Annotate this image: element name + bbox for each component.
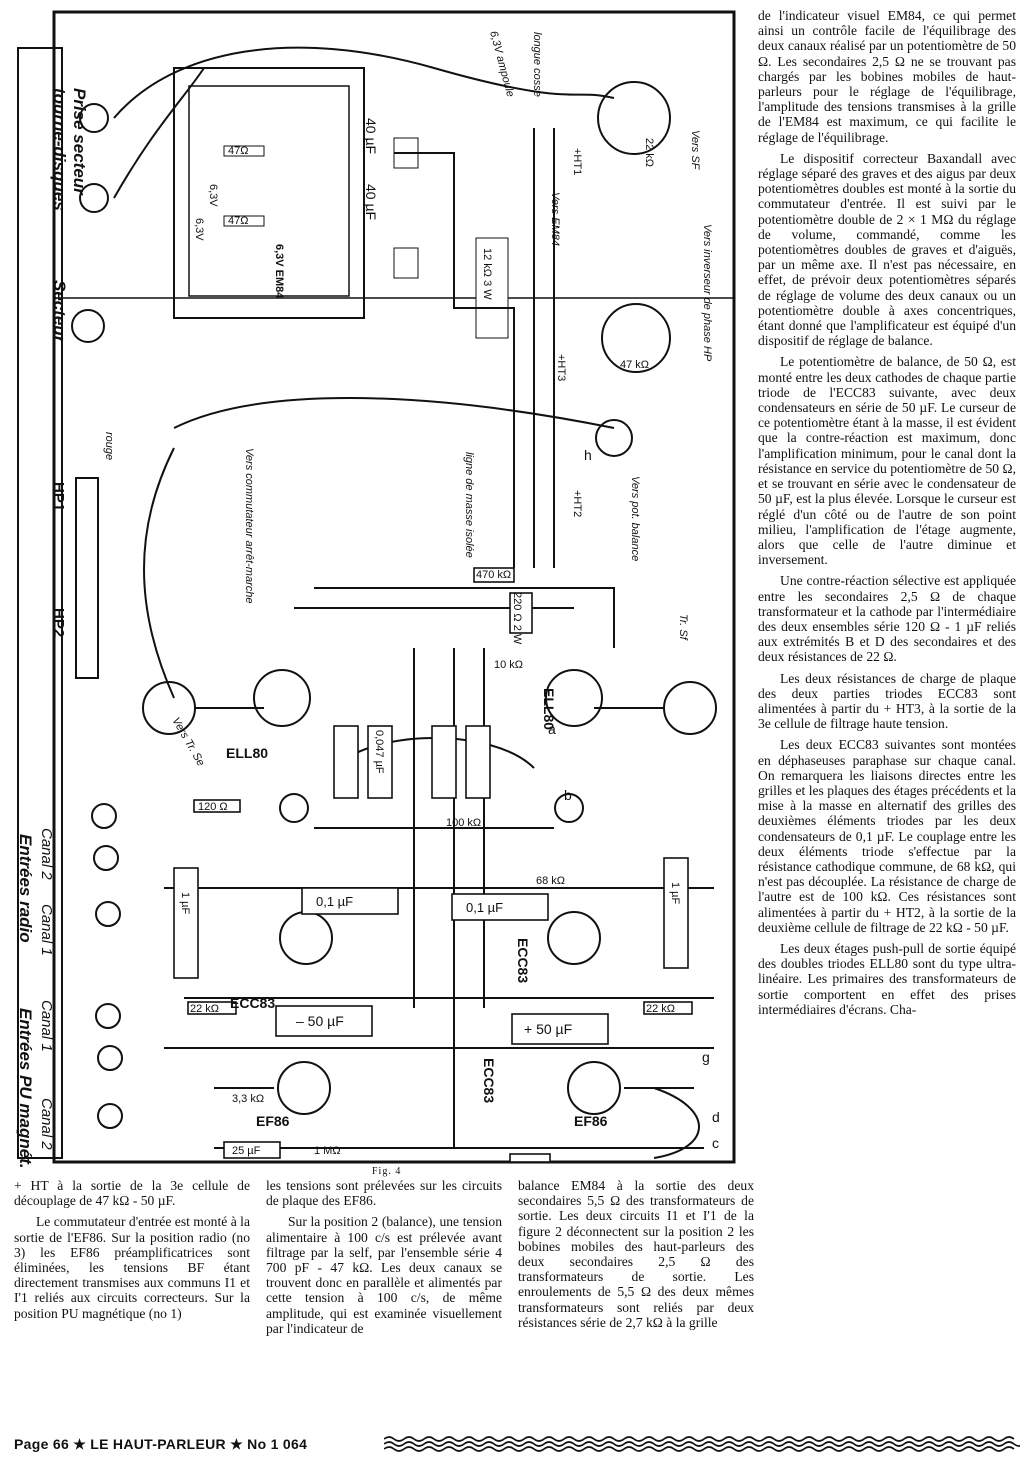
label-r33k: 3,3 kΩ <box>232 1093 264 1105</box>
label-ef86b: EF86 <box>574 1113 608 1129</box>
label-tr-sf: Tr. Sf <box>677 614 689 641</box>
paragraph: balance EM84 à la sortie des deux second… <box>518 1178 754 1330</box>
label-r22a: 22 kΩ <box>190 1003 219 1015</box>
label-prise: Prise secteur <box>70 88 89 196</box>
label-v63b: 6,3V <box>193 218 205 241</box>
label-hp2: HP2 <box>50 608 67 637</box>
paragraph: Le commutateur d'entrée est monté à la s… <box>14 1214 250 1321</box>
label-ecc83c: ECC83 <box>481 1058 497 1103</box>
label-letter-c: c <box>712 1135 719 1151</box>
label-canal1a: Canal 1 <box>38 904 55 956</box>
label-ht1: +HT1 <box>571 148 583 175</box>
label-c50b: + 50 µF <box>524 1021 572 1037</box>
label-entrees-radio: Entrées radio <box>16 834 35 943</box>
label-c0047: 0,047 µF <box>373 730 385 774</box>
label-c1ub: 1 µF <box>669 882 681 905</box>
paragraph: Le potentiomètre de balance, de 50 Ω, es… <box>758 354 1016 568</box>
label-vers-em84: Vers EM84 <box>549 192 561 246</box>
label-c40a: 40 µF <box>363 118 379 154</box>
label-ht2: +HT2 <box>571 490 583 517</box>
label-rouge: rouge <box>103 432 115 460</box>
label-letter-d: d <box>712 1109 720 1125</box>
paragraph: Une contre-réaction sélective est appliq… <box>758 573 1016 665</box>
footer-wave-rule <box>384 1436 1020 1452</box>
paragraph: Le dispositif correcteur Baxandall avec … <box>758 150 1016 349</box>
label-r10k: 10 kΩ <box>494 659 523 671</box>
label-em84: 6,3V EM84 <box>273 244 285 299</box>
label-r470k: 470 kΩ <box>476 569 511 581</box>
paragraph: les tensions sont prélevées sur les circ… <box>266 1178 502 1209</box>
label-c1ua: 1 µF <box>179 892 191 915</box>
label-ell80b: ELL80 <box>541 688 557 730</box>
bottom-column-1: + HT à la sortie de la 3e cellule de déc… <box>14 1178 250 1327</box>
label-r68k: 68 kΩ <box>536 875 565 887</box>
left-rail <box>17 47 63 1159</box>
label-c25: 25 µF <box>232 1145 261 1157</box>
label-canal2b: Canal 2 <box>38 1098 55 1150</box>
input-jacks <box>91 803 123 1129</box>
paragraph: Les deux ECC83 suivantes sont montées en… <box>758 737 1016 935</box>
label-ell80a: ELL80 <box>226 745 268 761</box>
label-ef86a: EF86 <box>256 1113 290 1129</box>
paragraph: Les deux résistances de charge de plaque… <box>758 670 1016 732</box>
label-entrees-pu: Entrées PU magnét. <box>16 1008 35 1168</box>
label-letter-b: b <box>564 787 572 803</box>
label-ecc83b: ECC83 <box>515 938 531 983</box>
label-r120: 120 Ω <box>198 801 228 813</box>
label-r22k: 22 kΩ <box>643 138 655 167</box>
label-r1m: 1 MΩ <box>314 1145 341 1157</box>
label-letter-g: g <box>702 1049 710 1065</box>
label-vers-sf: Vers SF <box>689 130 701 171</box>
label-r47a: 47Ω <box>228 145 248 157</box>
label-hp1: HP1 <box>50 482 67 511</box>
label-c50a: – 50 µF <box>296 1013 344 1029</box>
bottom-column-2: les tensions sont prélevées sur les circ… <box>266 1178 502 1342</box>
paragraph: de l'indicateur visuel EM84, ce qui perm… <box>758 8 1016 145</box>
label-r22b: 22 kΩ <box>646 1003 675 1015</box>
label-vers-inverseur: Vers inverseur de phase HP <box>701 224 713 362</box>
label-v63a: 6,3V <box>207 184 219 207</box>
figure-caption: Fig. 4 <box>372 1166 402 1177</box>
label-ecc83a: ECC83 <box>230 995 275 1011</box>
components <box>173 567 693 1163</box>
label-c01b: 0,1 µF <box>466 900 503 915</box>
right-column: de l'indicateur visuel EM84, ce qui perm… <box>758 8 1016 1023</box>
label-tourne: tourne-disques <box>50 88 69 211</box>
label-c40b: 40 µF <box>363 184 379 220</box>
label-ht3: +HT3 <box>555 354 567 381</box>
label-r100k: 100 kΩ <box>446 817 481 829</box>
label-canal1b: Canal 1 <box>38 1000 55 1052</box>
label-longue-cosse: longue cosse <box>531 32 543 97</box>
label-r12k: 12 kΩ 3 W <box>481 248 493 300</box>
label-c01a: 0,1 µF <box>316 894 353 909</box>
label-pot-balance: Vers pot. balance <box>629 476 641 561</box>
paragraph: Sur la position 2 (balance), une tension… <box>266 1214 502 1336</box>
label-ligne-masse: ligne de masse isolée <box>463 452 475 558</box>
paragraph: + HT à la sortie de la 3e cellule de déc… <box>14 1178 250 1209</box>
power-block <box>173 67 509 339</box>
label-letter-h: h <box>584 447 592 463</box>
label-r220: 220 Ω 2 W <box>511 592 523 645</box>
label-r47b: 47Ω <box>228 215 248 227</box>
hp-terminal-strip <box>75 477 99 679</box>
label-canal2a: Canal 2 <box>38 828 55 880</box>
label-letter-a: a <box>548 721 556 737</box>
tube-sockets <box>71 81 717 1115</box>
bottom-column-3: balance EM84 à la sortie des deux second… <box>518 1178 754 1336</box>
wiring-diagram: Prise secteur tourne-disques Secteur lon… <box>14 8 746 1168</box>
label-commutateur: Vers commutateur arrêt-marche <box>243 448 255 603</box>
paragraph: Les deux étages push-pull de sortie équi… <box>758 940 1016 1017</box>
page-footer: Page 66 ★ LE HAUT-PARLEUR ★ No 1 064 <box>14 1436 308 1452</box>
label-r47k-top: 47 kΩ <box>620 359 649 371</box>
chassis-outline <box>52 10 736 1164</box>
label-secteur: Secteur <box>50 280 69 344</box>
